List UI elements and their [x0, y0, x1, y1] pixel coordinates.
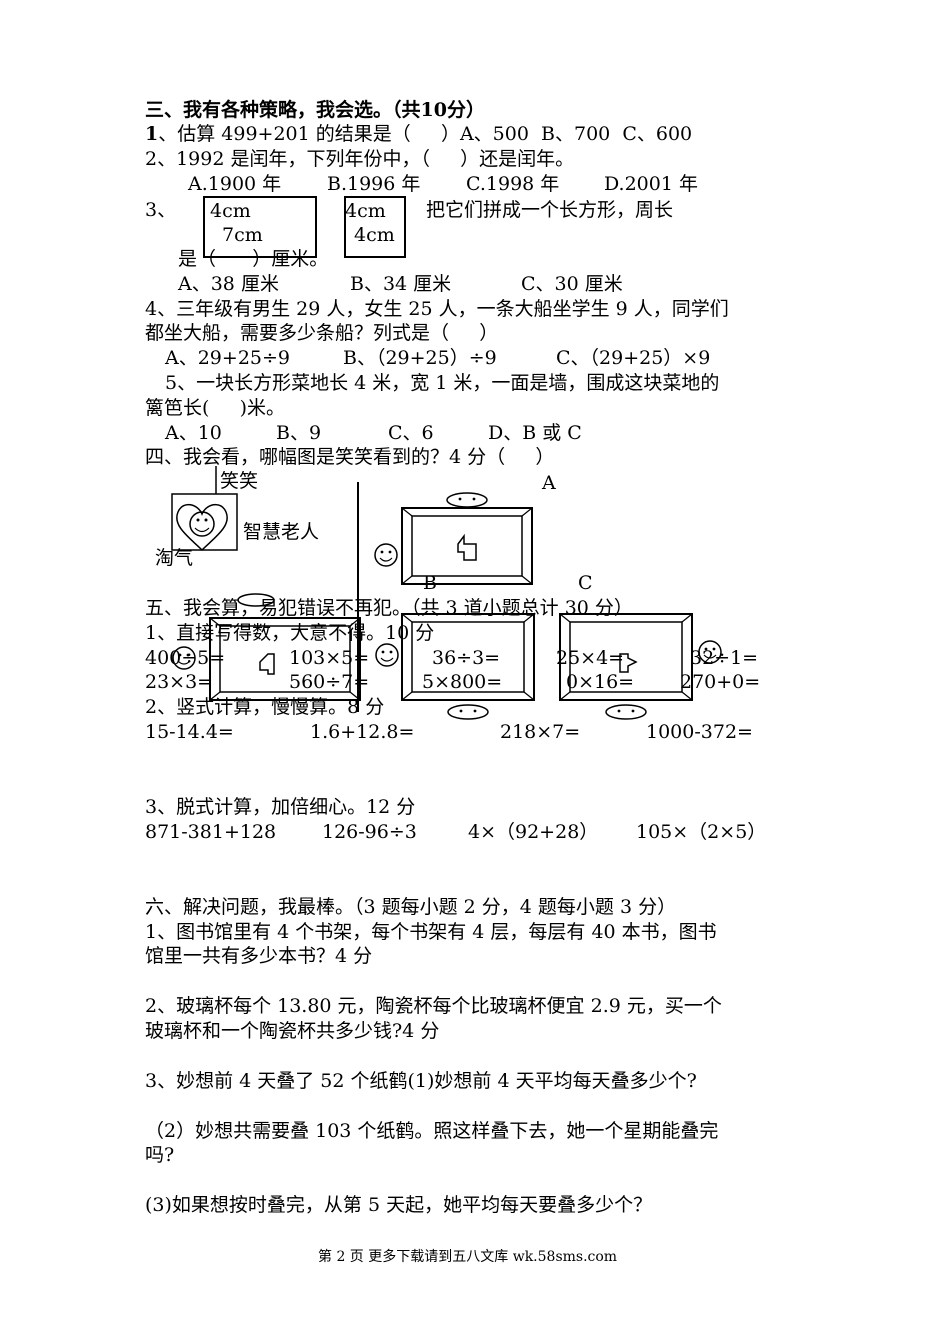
option-c-right-face	[698, 640, 722, 664]
option-b-left-face	[172, 646, 196, 670]
calc-item: 0×16=	[566, 671, 635, 693]
center-smiley-face	[189, 511, 215, 537]
option-c-right-outer-frame	[559, 613, 693, 701]
section6-title: 六、解决问题，我最棒。（3 题每小题 2 分，4 题每小题 3 分）	[145, 896, 677, 918]
s3-q5-line2: 篱笆长( )米。	[145, 397, 286, 419]
s5-part2-title: 2、竖式计算，慢慢算。8 分	[145, 696, 385, 718]
s6-q3-part2-line2: 吗?	[145, 1144, 175, 1166]
calc-item: 871-381+128	[145, 821, 277, 843]
scene-figure	[171, 466, 238, 552]
rect2-width-label: 4cm	[345, 200, 386, 222]
section3-title: 三、我有各种策略，我会选。（共10分）	[145, 99, 485, 121]
s3-q4-line1: 4、三年级有男生 29 人，女生 25 人，一条大船坐学生 9 人，同学们	[145, 298, 729, 320]
calc-item: 36÷3=	[432, 647, 501, 669]
s3-q1: 1、估算 499+201 的结果是（ ）A、500 B、700 C、600	[145, 123, 693, 145]
option-a-left-face	[374, 543, 398, 567]
s3-q5-option-b: B、9	[276, 422, 322, 444]
option-c-label: C	[578, 572, 593, 594]
s3-q4-line2: 都坐大船，需要多少条船？列式是（ ）	[145, 322, 499, 344]
s3-q2: 2、1992 是闰年，下列年份中，（ ）还是闰年。	[145, 148, 575, 170]
rect2-height-label: 4cm	[354, 224, 395, 246]
s3-q5-option-c: C、6	[388, 422, 434, 444]
calc-item: 218×7=	[500, 721, 581, 743]
s3-q4-option-a: A、29+25÷9	[165, 347, 291, 369]
calc-item: 32÷1=	[690, 647, 759, 669]
s3-q3-text: 把它们拼成一个长方形，周长	[426, 199, 674, 221]
calc-item: 560÷7=	[289, 671, 370, 693]
s5-part3-title: 3、脱式计算，加倍细心。12 分	[145, 796, 416, 818]
s3-q3-option-a: A、38 厘米	[178, 273, 279, 295]
s6-q3-line1: 3、妙想前 4 天叠了 52 个纸鹤(1)妙想前 4 天平均每天叠多少个?	[145, 1070, 697, 1092]
calc-item: 103×5=	[289, 647, 370, 669]
section4-title: 四、我会看，哪幅图是笑笑看到的？4 分（ ）	[145, 446, 555, 468]
label-wise-elder: 智慧老人	[243, 521, 320, 543]
middle-smiley-icon	[375, 643, 399, 667]
s3-q5-option-d: D、B 或 C	[488, 422, 582, 444]
calc-item: 105×（2×5）	[636, 821, 767, 843]
label-xiaoxiao: 笑笑	[220, 470, 259, 492]
calc-item: 270+0=	[680, 671, 761, 693]
s3-q5-option-a: A、10	[165, 422, 222, 444]
divider-line	[357, 482, 359, 712]
option-a-inner-frame	[411, 515, 523, 577]
page-footer: 第 2 页 更多下载请到五八文库 wk.58sms.com	[318, 1249, 618, 1265]
option-b-inner-frame	[219, 625, 351, 693]
s6-q2-line1: 2、玻璃杯每个 13.80 元，陶瓷杯每个比玻璃杯便宜 2.9 元，买一个	[145, 995, 722, 1017]
table-outline	[171, 493, 238, 551]
s3-q2-option-a: A.1900 年	[188, 173, 282, 195]
s3-q4-option-c: C、（29+25）×9	[556, 347, 711, 369]
s3-q3-number: 3、	[145, 199, 177, 221]
option-b-top-face	[237, 593, 275, 607]
option-c-left-bottom-face	[447, 704, 489, 720]
s6-q2-line2: 玻璃杯和一个陶瓷杯共多少钱?4 分	[145, 1020, 440, 1042]
option-b-outer-frame	[209, 617, 361, 701]
option-a-outer-frame	[401, 507, 533, 585]
label-taoqi: 淘气	[155, 547, 194, 569]
calc-item: 1.6+12.8=	[310, 721, 415, 743]
s6-q1-line1: 1、图书馆里有 4 个书架，每个书架有 4 层，每层有 40 本书，图书	[145, 921, 717, 943]
s5-part1-title: 1、直接写得数，大意不得。10 分	[145, 622, 435, 644]
s3-q4-option-b: B、（29+25）÷9	[343, 347, 497, 369]
s3-q3-option-c: C、30 厘米	[521, 273, 623, 295]
calc-item: 400÷5=	[145, 647, 226, 669]
s3-q2-option-c: C.1998 年	[466, 173, 560, 195]
option-c-figure	[401, 613, 722, 720]
calc-item: 1000-372=	[646, 721, 753, 743]
s6-q3-part3: (3)如果想按时叠完，从第 5 天起，她平均每天要叠多少个？	[145, 1194, 653, 1216]
rectangle-4x7	[203, 196, 317, 258]
square-4x4	[344, 196, 406, 258]
calc-item: 5×800=	[422, 671, 503, 693]
rect1-height-label: 7cm	[222, 224, 263, 246]
calc-item: 15-14.4=	[145, 721, 234, 743]
option-b-heart-block	[259, 653, 275, 675]
s3-q2-option-d: D.2001 年	[604, 173, 698, 195]
s3-q5-line1: 5、一块长方形菜地长 4 米，宽 1 米，一面是墙，围成这块菜地的	[165, 372, 720, 394]
rect1-width-label: 4cm	[210, 200, 251, 222]
s3-q2-option-b: B.1996 年	[327, 173, 421, 195]
calc-item: 25×4=	[556, 647, 625, 669]
s6-q3-part2-line1: （2）妙想共需要叠 103 个纸鹤。照这样叠下去，她一个星期能叠完	[145, 1120, 719, 1142]
heart-shape	[176, 503, 228, 552]
option-b-figure	[172, 593, 361, 701]
option-b-label: B	[423, 572, 437, 594]
calc-item: 126-96÷3	[322, 821, 417, 843]
calc-item: 23×3=	[145, 671, 214, 693]
option-a-label: A	[542, 472, 556, 494]
s6-q1-line2: 馆里一共有多少本书？4 分	[145, 945, 373, 967]
calc-item: 4×（92+28）	[468, 821, 599, 843]
option-c-heart-block	[619, 653, 638, 673]
option-c-right-bottom-face	[605, 704, 647, 720]
s3-q3-option-b: B、34 厘米	[350, 273, 452, 295]
option-a-top-face	[446, 492, 488, 508]
option-a-heart-block	[457, 533, 477, 561]
option-a-figure	[374, 492, 533, 585]
option-c-left-outer-frame	[401, 613, 535, 701]
s3-q3-text2: 是（ ）厘米。	[178, 248, 329, 270]
